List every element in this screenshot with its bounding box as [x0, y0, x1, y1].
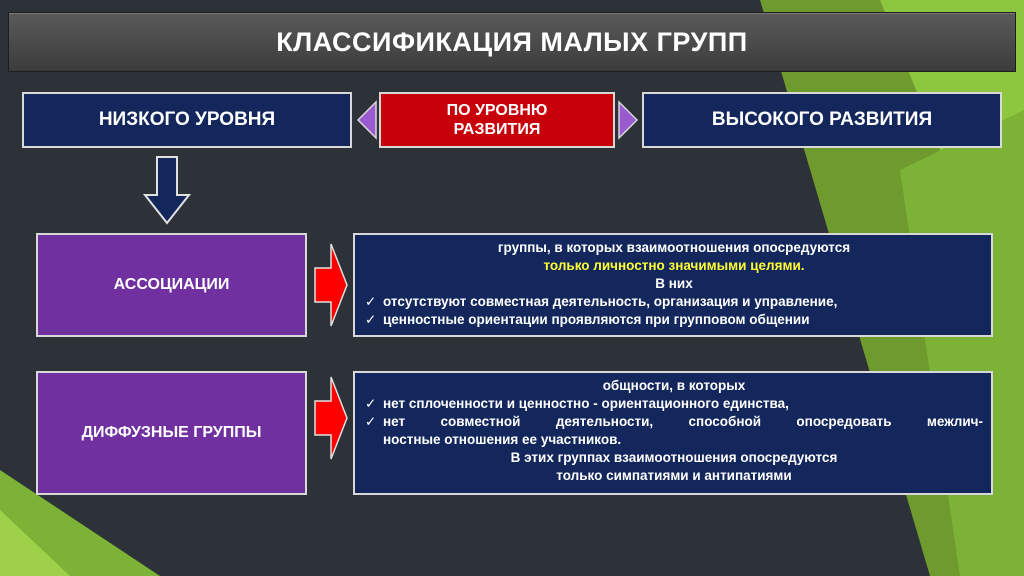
associations-line1: группы, в которых взаимоотношения опосре… [497, 240, 851, 255]
list-item: ✓ ценностные ориентации проявляются при … [365, 311, 983, 329]
associations-label: АССОЦИАЦИИ [113, 276, 230, 293]
list-item: ✓ нет сплоченности и ценностно - ориента… [365, 395, 983, 413]
associations-box: АССОЦИАЦИИ [36, 233, 307, 337]
list-item-continuation: ностные отношения ее участников. [365, 431, 983, 449]
arrow-left-icon [356, 100, 377, 140]
diffuse-bullet-1: нет сплоченности и ценностно - ориентаци… [383, 396, 789, 411]
diffuse-line1: общности, в которых [602, 378, 746, 393]
high-development-label: ВЫСОКОГО РАЗВИТИЯ [711, 109, 933, 130]
arrow-right-red-icon [314, 243, 348, 327]
associations-highlight: только личностно значимыми целями. [543, 258, 805, 273]
high-development-box: ВЫСОКОГО РАЗВИТИЯ [642, 92, 1002, 148]
low-level-box: НИЗКОГО УРОВНЯ [22, 92, 352, 148]
check-icon: ✓ [365, 312, 377, 327]
low-level-label: НИЗКОГО УРОВНЯ [98, 109, 276, 130]
diffuse-description: общности, в которых ✓ нет сплоченности и… [353, 371, 993, 495]
list-item: ✓ нет совместной деятельности, способной… [365, 413, 983, 431]
associations-bullet-1: отсутствуют совместная деятельность, орг… [383, 294, 838, 309]
by-development-box: ПО УРОВНЮ РАЗВИТИЯ [379, 92, 615, 148]
associations-line3: В них [655, 276, 693, 291]
diffuse-footer-2: только симпатиями и антипатиями [556, 468, 792, 483]
list-item: ✓ отсутствуют совместная деятельность, о… [365, 293, 983, 311]
arrow-right-red-icon [314, 376, 348, 460]
diffuse-groups-box: ДИФФУЗНЫЕ ГРУППЫ [36, 371, 307, 495]
check-icon: ✓ [365, 414, 377, 429]
by-development-line1: ПО УРОВНЮ [446, 102, 548, 119]
associations-description: группы, в которых взаимоотношения опосре… [353, 233, 993, 337]
associations-bullet-2: ценностные ориентации проявляются при гр… [383, 312, 810, 327]
diffuse-bullet-2-line1: нет совместной деятельности, способной о… [383, 414, 983, 429]
by-development-line2: РАЗВИТИЯ [453, 121, 541, 138]
arrow-right-icon [618, 100, 639, 140]
diffuse-bullet-2-line2: ностные отношения ее участников. [383, 432, 622, 447]
arrow-down-icon [143, 156, 191, 225]
diffuse-footer-1: В этих группах взаимоотношения опосредую… [510, 450, 838, 465]
diffuse-groups-label: ДИФФУЗНЫЕ ГРУППЫ [81, 424, 262, 441]
check-icon: ✓ [365, 294, 377, 309]
check-icon: ✓ [365, 396, 377, 411]
page-title: КЛАССИФИКАЦИЯ МАЛЫХ ГРУПП [8, 12, 1016, 72]
